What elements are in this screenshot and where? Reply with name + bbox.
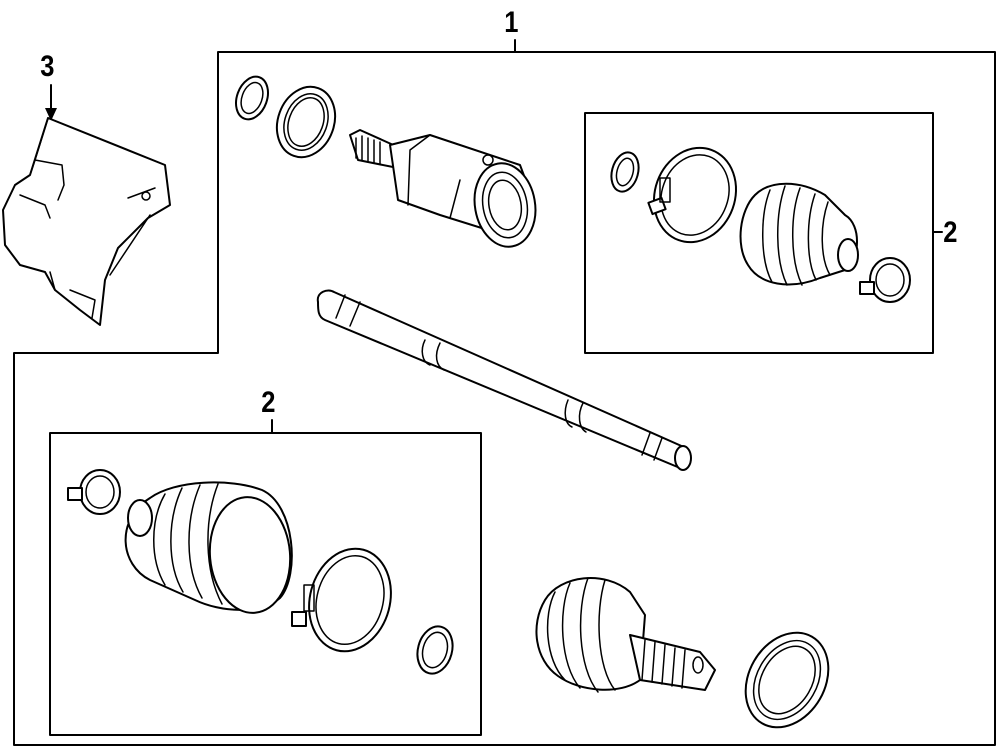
outer-cv-joint xyxy=(535,577,716,693)
assembly-frame xyxy=(13,51,996,746)
callout-2-lower-label: 2 xyxy=(261,386,276,419)
callout-3-label: 3 xyxy=(40,50,55,83)
inner-cv-joint xyxy=(349,129,537,248)
inner-boot xyxy=(739,182,859,286)
seal-ring-lower xyxy=(744,631,830,729)
snap-ring-small-kit-upper xyxy=(610,151,640,193)
heat-shield xyxy=(2,117,171,326)
boot-kit-frame-lower xyxy=(49,432,482,736)
callout-1-label: 1 xyxy=(504,6,519,39)
boot-clamp-large-lower xyxy=(291,547,392,653)
seal-ring-upper xyxy=(275,85,337,159)
boot-clamp-small-lower xyxy=(67,469,121,515)
callout-2-upper-label: 2 xyxy=(943,216,958,249)
outer-boot xyxy=(124,481,293,614)
axle-shaft xyxy=(316,289,692,471)
boot-clamp-small-upper xyxy=(859,257,911,303)
snap-ring-small-kit-lower xyxy=(416,625,454,675)
boot-clamp-large-upper xyxy=(647,146,738,244)
snap-ring-small-upper xyxy=(235,75,269,121)
callout-3-arrow-head xyxy=(45,108,57,121)
